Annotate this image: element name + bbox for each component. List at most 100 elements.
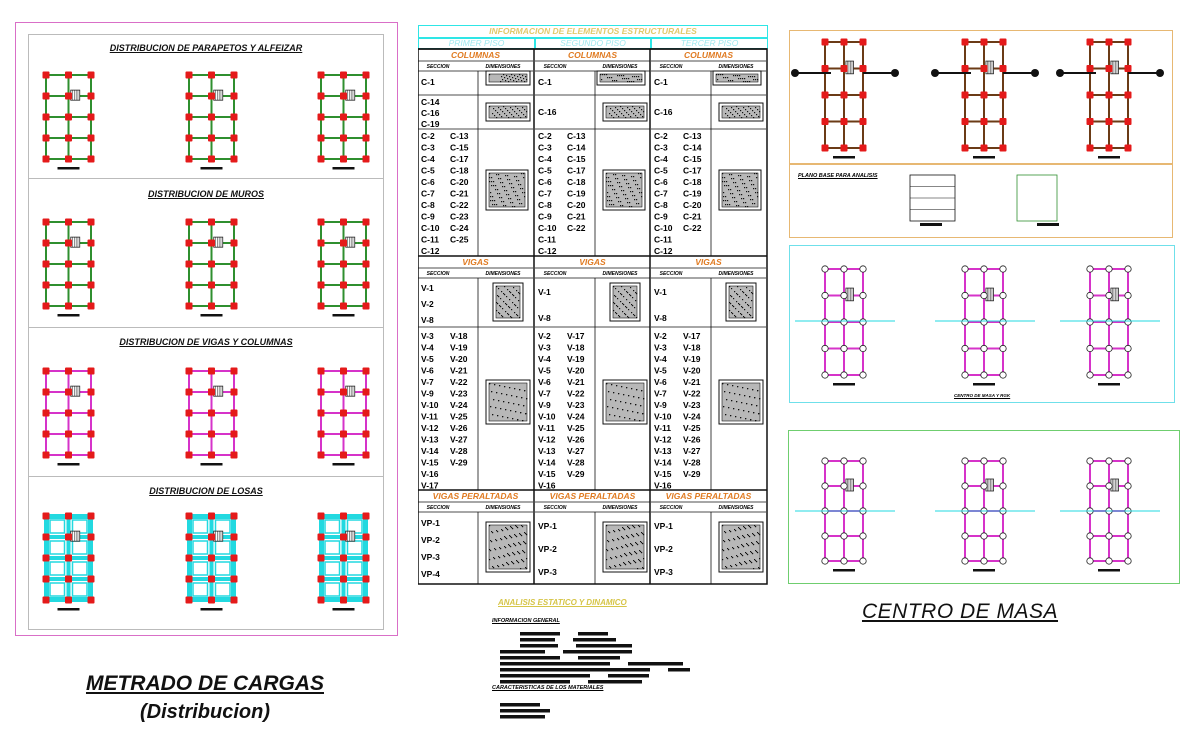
f2-col-C-18: C-18 xyxy=(567,177,586,187)
f3-col-C-3: C-3 xyxy=(654,143,668,153)
f3-viga-V-3: V-3 xyxy=(654,343,667,353)
f3-col-C-2: C-2 xyxy=(654,131,668,141)
f1-col-C-15: C-15 xyxy=(450,143,469,153)
plan-rig-0 xyxy=(821,457,867,572)
f1-viga-V-25: V-25 xyxy=(450,412,468,422)
f3-viga-V-2: V-2 xyxy=(654,331,667,341)
f3-col-C-21: C-21 xyxy=(683,212,702,222)
sketch-col-c xyxy=(602,169,646,211)
plan-left-1-2 xyxy=(317,218,370,317)
f3-viga-V-17: V-17 xyxy=(683,331,701,341)
f1-col-C-19: C-19 xyxy=(421,119,440,129)
f3-col-C-20: C-20 xyxy=(683,200,702,210)
f3-viga-V-19: V-19 xyxy=(683,354,701,364)
section-header: SECCION xyxy=(427,505,450,511)
f1-viga-V-10: V-10 xyxy=(421,400,439,410)
f2-col-C-12: C-12 xyxy=(538,246,557,256)
redacted-line xyxy=(520,644,558,648)
f3-viga-V-27: V-27 xyxy=(683,446,701,456)
group-header-vigas-1: VIGAS xyxy=(579,257,606,267)
centro-masa-title: CENTRO DE MASA xyxy=(861,600,1059,623)
sketch-f1-vp xyxy=(485,521,531,573)
f1-viga-V-16: V-16 xyxy=(421,469,439,479)
f2-viga-V-9: V-9 xyxy=(538,400,551,410)
f2-viga-V-19: V-19 xyxy=(567,354,585,364)
sketch-col-b xyxy=(602,102,648,122)
f3-viga-V-11: V-11 xyxy=(654,423,671,433)
f3-viga-V-12: V-12 xyxy=(654,435,672,445)
f2-viga-V-29: V-29 xyxy=(567,469,585,479)
sketch-viga-a xyxy=(609,282,641,322)
f1-viga-V-26: V-26 xyxy=(450,423,468,433)
f3-col-C-22: C-22 xyxy=(683,223,702,233)
f2-col-C-3: C-3 xyxy=(538,143,552,153)
redacted-line xyxy=(520,632,560,636)
f1-viga-V-2: V-2 xyxy=(421,299,434,309)
plan-left-3-1 xyxy=(185,512,238,611)
f1-col-C-25: C-25 xyxy=(450,235,469,245)
redacted-line xyxy=(500,674,590,678)
sketch-viga-a xyxy=(725,282,757,322)
f1-col-C-12: C-12 xyxy=(421,246,440,256)
f2-vp-VP-3: VP-3 xyxy=(538,567,557,577)
f1-col-C-6: C-6 xyxy=(421,177,435,187)
metrado-title: METRADO DE CARGAS xyxy=(85,672,324,695)
plan-rig-1 xyxy=(961,457,1007,572)
group-header-vigas-0: VIGAS xyxy=(462,257,489,267)
f3-col-c1: C-1 xyxy=(654,77,668,87)
sketch-f1-c2 xyxy=(485,169,529,211)
f1-viga-V-29: V-29 xyxy=(450,458,468,468)
plano-base-label: PLANO BASE PARA ANALISIS xyxy=(798,173,878,179)
f2-col-C-11: C-11 xyxy=(538,235,556,245)
f2-col-C-19: C-19 xyxy=(567,189,586,199)
f3-viga-V-24: V-24 xyxy=(683,412,701,422)
sketch-col-c xyxy=(718,169,762,211)
elevation-drawings xyxy=(909,174,1059,226)
redacted-line xyxy=(628,662,683,666)
redacted-line xyxy=(588,680,642,684)
f1-col-C-3: C-3 xyxy=(421,143,435,153)
f1-viga-V-3: V-3 xyxy=(421,331,434,341)
f1-viga-V-11: V-11 xyxy=(421,412,438,422)
dims-header: DIMENSIONES xyxy=(602,505,638,511)
f1-viga-V-19: V-19 xyxy=(450,343,468,353)
dims-header: DIMENSIONES xyxy=(485,505,521,511)
sketch-vp xyxy=(602,521,648,573)
f2-viga-V-26: V-26 xyxy=(567,435,585,445)
f2-viga-V-18: V-18 xyxy=(567,343,585,353)
f3-viga-V-22: V-22 xyxy=(683,389,701,399)
redacted-line xyxy=(520,638,555,642)
redacted-line xyxy=(500,650,545,654)
sketch-col-a xyxy=(596,70,646,86)
table-title: INFORMACION DE ELEMENTOS ESTRUCTURALES xyxy=(418,25,768,38)
dims-header: DIMENSIONES xyxy=(485,271,521,277)
f3-viga-v1: V-1 xyxy=(654,287,667,297)
f1-col-C-22: C-22 xyxy=(450,200,469,210)
f2-col-C-9: C-9 xyxy=(538,212,552,222)
f1-viga-V-27: V-27 xyxy=(450,435,468,445)
redacted-line xyxy=(573,638,616,642)
left-inner-frame: DISTRIBUCION DE PARAPETOS Y ALFEIZAR DIS… xyxy=(28,34,384,630)
f1-viga-V-7: V-7 xyxy=(421,377,434,387)
analysis-title: ANALISIS ESTATICO Y DINAMICO xyxy=(498,598,627,607)
f1-vp-VP-4: VP-4 xyxy=(421,569,440,579)
f3-viga-V-5: V-5 xyxy=(654,366,667,376)
dims-header: DIMENSIONES xyxy=(602,64,638,70)
f3-viga-v8: V-8 xyxy=(654,313,667,323)
f2-col-C-5: C-5 xyxy=(538,166,552,176)
dims-header: DIMENSIONES xyxy=(718,505,754,511)
group-header-vigas_peraltadas-2: VIGAS PERALTADAS xyxy=(666,491,752,501)
f3-viga-V-9: V-9 xyxy=(654,400,667,410)
f3-col-C-12: C-12 xyxy=(654,246,673,256)
f2-col-C-2: C-2 xyxy=(538,131,552,141)
analysis-general: INFORMACION GENERAL xyxy=(492,618,560,624)
f1-col-C-10: C-10 xyxy=(421,223,440,233)
f1-col-C-4: C-4 xyxy=(421,154,435,164)
f3-col-C-8: C-8 xyxy=(654,200,668,210)
redacted-line xyxy=(500,656,560,660)
right-rigidity-panel xyxy=(788,430,1180,584)
f2-viga-V-22: V-22 xyxy=(567,389,585,399)
f3-viga-V-26: V-26 xyxy=(683,435,701,445)
sketch-vp xyxy=(718,521,764,573)
f2-viga-V-17: V-17 xyxy=(567,331,585,341)
